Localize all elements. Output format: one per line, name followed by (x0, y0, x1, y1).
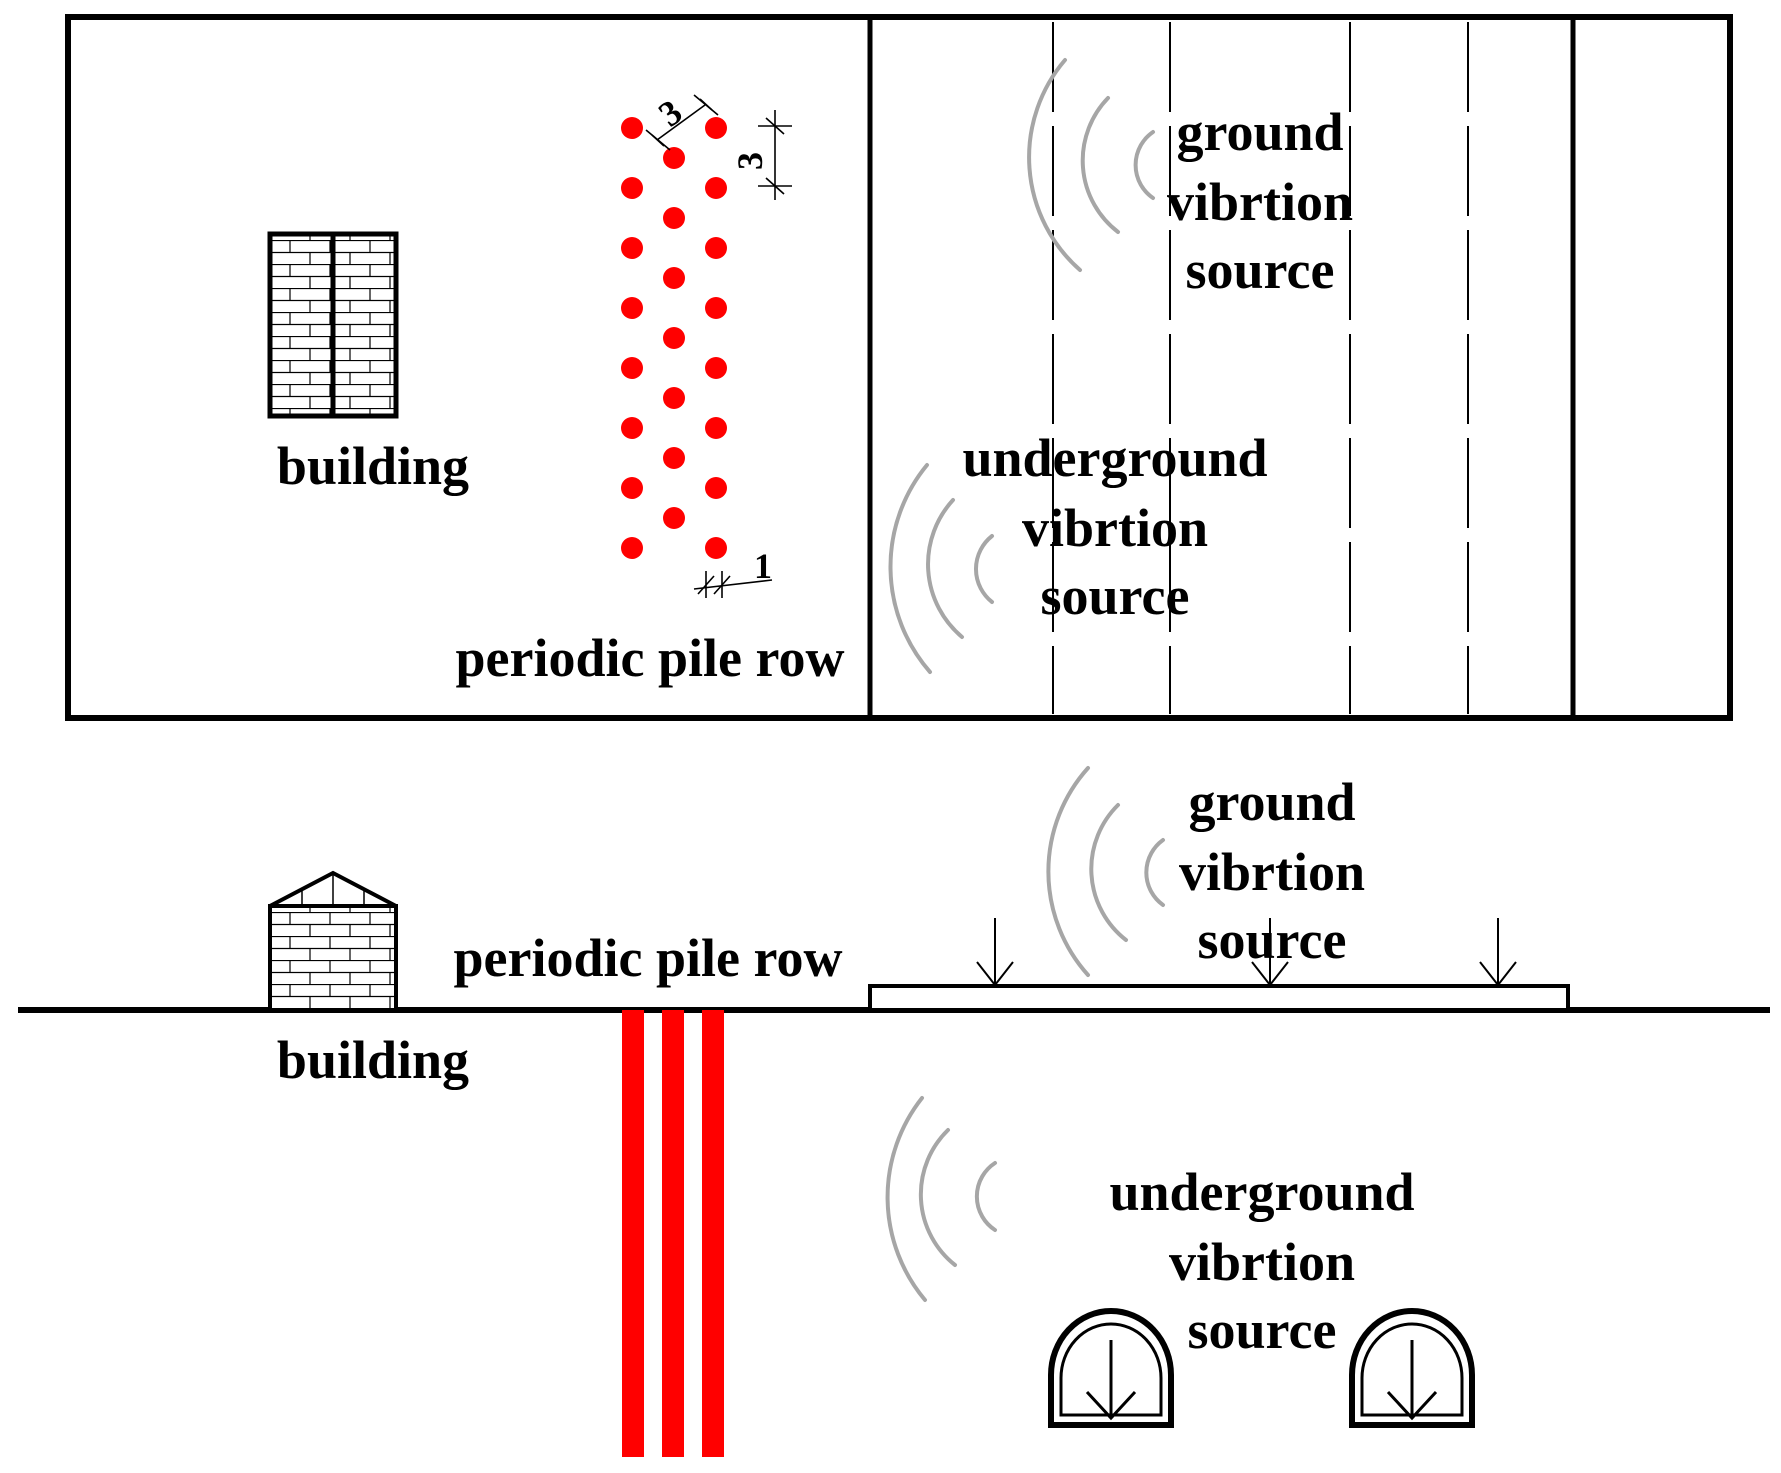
section-pile-row-label: periodic pile row (454, 928, 843, 988)
pile-dot (663, 507, 685, 529)
section-underground-source-line-1: underground (1109, 1162, 1414, 1222)
pile-row-section (622, 1010, 724, 1457)
section-building-label: building (277, 1030, 469, 1090)
tunnel-icon (1349, 1308, 1475, 1428)
plan-building-label: building (277, 436, 469, 496)
section-underground-source-line-2: vibrtion (1169, 1232, 1355, 1292)
ground-wave-arcs-plan (1027, 58, 1155, 272)
plan-underground-source-line-3: source (1041, 566, 1190, 626)
section-ground-source-line-3: source (1198, 910, 1347, 970)
dim-pile-diameter: 1 (754, 546, 772, 586)
pile-dot (663, 147, 685, 169)
pile-dot (705, 297, 727, 319)
pile-dot (621, 357, 643, 379)
pile-row-plan (621, 117, 727, 559)
pile-dot (663, 387, 685, 409)
dimension-marks (645, 94, 792, 598)
lane-markings (1052, 22, 1469, 714)
plan-ground-source-line-3: source (1186, 240, 1335, 300)
plan-underground-source-line-2: vibrtion (1022, 498, 1208, 558)
plan-pile-row-label: periodic pile row (456, 628, 845, 688)
pile-dot (621, 177, 643, 199)
plan-view: building 3 3 1 periodic pile row (65, 14, 1733, 721)
section-ground-source-line-2: vibrtion (1179, 842, 1365, 902)
plan-frame (65, 14, 1733, 721)
pile-dot (663, 207, 685, 229)
section-underground-source-line-3: source (1188, 1300, 1337, 1360)
plan-ground-source-line-1: ground (1176, 102, 1343, 162)
pile-dot (621, 237, 643, 259)
pile-dot (705, 177, 727, 199)
building-section-icon (268, 870, 398, 1012)
underground-wave-arcs-section (885, 1096, 997, 1302)
dim-pile-spacing-vertical: 3 (730, 152, 770, 170)
tunnel-icon (1048, 1308, 1174, 1428)
load-arrows (976, 918, 1517, 987)
pile-dot (621, 297, 643, 319)
ground-wave-arcs-section (1046, 766, 1165, 977)
section-view: building periodic pile row ground vibrti… (18, 766, 1770, 1457)
pile-dot (705, 537, 727, 559)
pile-dot (705, 117, 727, 139)
dim-pile-spacing-diagonal: 3 (651, 92, 689, 135)
pile-dot (705, 357, 727, 379)
pile-dot (663, 267, 685, 289)
pile-dot (663, 327, 685, 349)
pile-section (622, 1010, 644, 1457)
underground-wave-arcs-plan (888, 463, 994, 674)
pile-dot (705, 477, 727, 499)
pile-dot (705, 237, 727, 259)
section-ground-source-line-1: ground (1188, 772, 1355, 832)
pile-section (702, 1010, 724, 1457)
pile-dot (621, 117, 643, 139)
pile-dot (621, 477, 643, 499)
pile-dot (621, 417, 643, 439)
pile-dot (663, 447, 685, 469)
tunnel-pair (1048, 1308, 1475, 1428)
pile-dot (621, 537, 643, 559)
pile-dot (705, 417, 727, 439)
building-plan-icon (267, 231, 399, 419)
pile-section (662, 1010, 684, 1457)
plan-ground-source-line-2: vibrtion (1167, 172, 1353, 232)
plan-underground-source-line-1: underground (962, 428, 1267, 488)
road-slab (868, 984, 1570, 1012)
